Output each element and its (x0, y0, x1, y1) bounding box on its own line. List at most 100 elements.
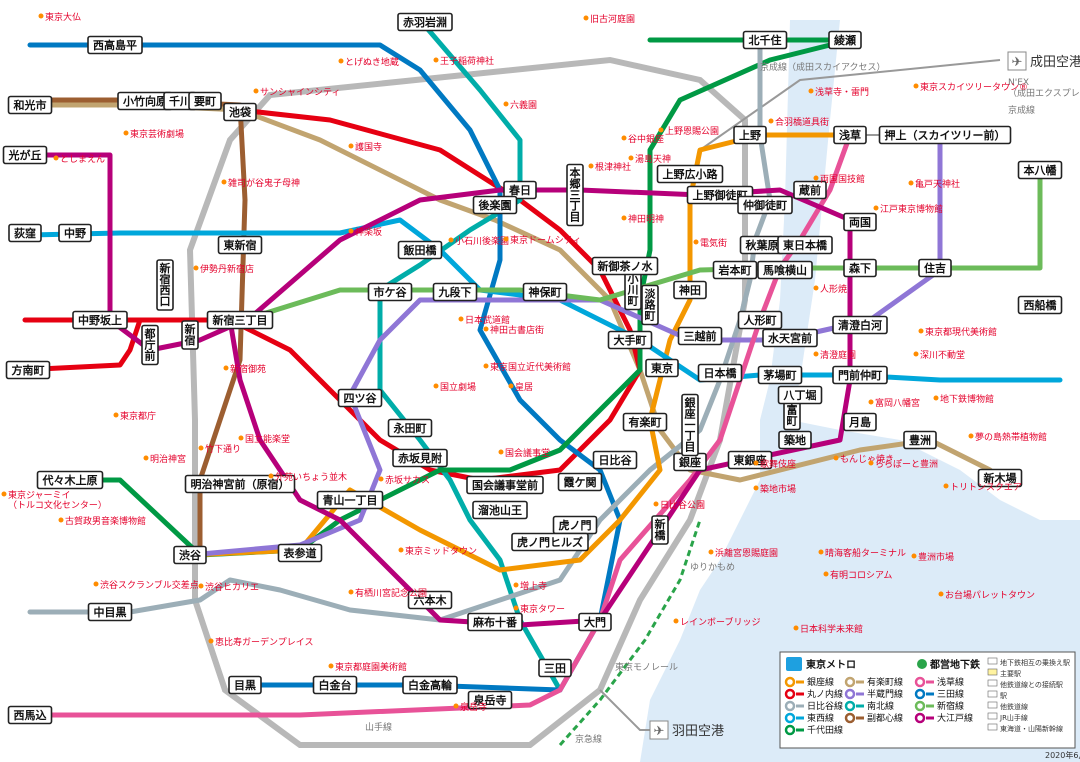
station-tokyo[interactable]: 東京 (645, 358, 679, 378)
station-hikarigaoka[interactable]: 光が丘 (2, 145, 48, 165)
station-hongosanchome[interactable]: 本郷三丁目 (566, 163, 584, 227)
landmark[interactable]: 両国国技館 (813, 173, 866, 185)
landmark[interactable]: 皇居 (508, 381, 534, 393)
station-tochomae[interactable]: 都庁前 (141, 324, 159, 366)
station-ochanomizu[interactable]: 新御茶ノ水 (591, 256, 659, 276)
station-nishitakashimadaira[interactable]: 西高島平 (87, 35, 143, 55)
landmark[interactable]: 地下鉄博物館 (933, 393, 995, 405)
station-ueno[interactable]: 上野 (733, 125, 767, 145)
landmark[interactable]: 王子稲荷神社 (433, 55, 495, 67)
station-higashishinjuku[interactable]: 東新宿 (217, 235, 263, 255)
station-meguro[interactable]: 目黒 (228, 675, 262, 695)
station-kudanshita[interactable]: 九段下 (432, 282, 478, 302)
station-shinjukunishiguchi[interactable]: 新宿西口 (156, 259, 174, 311)
station-kotakemukaihara[interactable]: 小竹向原 (117, 91, 173, 111)
landmark[interactable]: 清澄庭園 (813, 349, 857, 361)
station-meijijingumae[interactable]: 明治神宮前（原宿） (184, 474, 296, 494)
landmark[interactable]: 富岡八幡宮 (868, 397, 921, 409)
landmark[interactable]: サンシャインシティ (253, 87, 341, 98)
landmark[interactable]: 電気街 (693, 237, 728, 249)
landmark[interactable]: 小石川後楽園 (448, 235, 510, 247)
station-morishita[interactable]: 森下 (843, 258, 877, 278)
station-ogikubo[interactable]: 荻窪 (8, 223, 42, 243)
station-shirokanedai[interactable]: 白金台 (312, 675, 358, 695)
station-kuramae[interactable]: 蔵前 (793, 180, 827, 200)
station-higashinihombashi[interactable]: 東日本橋 (777, 235, 833, 255)
landmark[interactable]: 浅草寺・雷門 (808, 86, 870, 98)
station-ginza[interactable]: 銀座 (673, 452, 707, 472)
airport-narita[interactable]: ✈成田空港 (1007, 51, 1080, 71)
station-tsukishima[interactable]: 月島 (843, 412, 877, 432)
station-nihombashi[interactable]: 日本橋 (697, 363, 743, 383)
landmark[interactable]: とげぬき地蔵 (338, 56, 399, 68)
station-honancho[interactable]: 方南町 (5, 360, 51, 380)
landmark[interactable]: 東京国立近代美術館 (483, 361, 572, 373)
landmark[interactable]: トリトンスクエア (943, 482, 1022, 493)
station-yurakucho[interactable]: 有楽町 (622, 412, 668, 432)
station-shinjuku[interactable]: 新宿 (181, 320, 199, 350)
landmark[interactable]: 東京都庁 (113, 410, 157, 422)
station-akihabara[interactable]: 秋葉原 (739, 235, 785, 255)
station-kayabacho[interactable]: 茅場町 (757, 365, 803, 385)
station-azabujuban[interactable]: 麻布十番 (467, 612, 523, 632)
landmark[interactable]: 有明コロシアム (823, 569, 893, 581)
landmark[interactable]: 江戸東京博物館 (873, 203, 944, 215)
landmark[interactable]: 雑司が谷鬼子母神 (221, 177, 301, 189)
station-otemachi[interactable]: 大手町 (607, 330, 653, 350)
landmark[interactable]: 東京ドームシティ (503, 234, 582, 246)
landmark[interactable]: 浜離宮恩賜庭園 (708, 547, 779, 559)
station-hibiya[interactable]: 日比谷 (592, 450, 638, 470)
landmark[interactable]: 東京都庭園美術館 (328, 661, 408, 673)
landmark[interactable]: 東京都現代美術館 (918, 326, 998, 338)
station-motoyawata[interactable]: 本八幡 (1017, 160, 1063, 180)
landmark[interactable]: 豊洲市場 (911, 551, 955, 563)
landmark[interactable]: 東京大仏 (38, 11, 82, 23)
station-toyosu[interactable]: 豊洲 (903, 430, 937, 450)
station-yoyogiuehara[interactable]: 代々木上原 (36, 470, 104, 490)
landmark[interactable]: 神田古書店街 (483, 324, 545, 336)
station-korakuen[interactable]: 後楽園 (472, 195, 518, 215)
station-ningyocho[interactable]: 人形町 (737, 310, 783, 330)
landmark[interactable]: お台場パレットタウン (938, 589, 1036, 601)
station-shibuya[interactable]: 渋谷 (173, 545, 207, 565)
landmark[interactable]: 泉岳寺 (453, 701, 488, 713)
station-nakanosakaue[interactable]: 中野坂上 (72, 310, 128, 330)
landmark[interactable]: 新宿御苑 (223, 363, 267, 375)
landmark[interactable]: 国立能楽堂 (238, 433, 291, 445)
landmark[interactable]: 東京芸術劇場 (123, 128, 185, 140)
landmark[interactable]: 神楽坂 (348, 226, 383, 238)
landmark[interactable]: 亀戸天神社 (908, 178, 961, 190)
station-kasumigaseki[interactable]: 霞ケ関 (557, 472, 603, 492)
station-sumiyoshi[interactable]: 住吉 (918, 258, 952, 278)
landmark[interactable]: 日比谷公園 (653, 499, 706, 511)
station-nishifunabashi[interactable]: 西船橋 (1017, 295, 1063, 315)
station-kokkaigijidomae[interactable]: 国会議事堂前 (466, 475, 544, 495)
landmark[interactable]: 渋谷ヒカリエ (198, 581, 260, 593)
landmark[interactable]: 国会議事堂 (498, 447, 551, 459)
landmark[interactable]: 東京スカイツリータウン® (913, 81, 1029, 93)
landmark[interactable]: 有栖川宮記念公園 (348, 587, 428, 599)
station-shinjukusanchome[interactable]: 新宿三丁目 (206, 310, 274, 330)
station-nakameguro[interactable]: 中目黒 (87, 602, 133, 622)
station-mita[interactable]: 三田 (538, 658, 572, 678)
station-monzennakacho[interactable]: 門前仲町 (832, 365, 888, 385)
airport-haneda[interactable]: ✈羽田空港 (649, 720, 724, 740)
station-akasakamitsuke[interactable]: 赤坂見附 (392, 448, 448, 468)
station-oshiage[interactable]: 押上（スカイツリー前） (878, 125, 1012, 145)
landmark[interactable]: 伊勢丹新宿店 (193, 263, 255, 275)
station-toranomonhills[interactable]: 虎ノ門ヒルズ (511, 532, 589, 552)
station-aoyamaitchome[interactable]: 青山一丁目 (316, 490, 384, 510)
station-nagatacho[interactable]: 永田町 (387, 418, 433, 438)
station-mitsukoshimae[interactable]: 三越前 (677, 326, 723, 346)
station-shirokanetakanawa[interactable]: 白金高輪 (402, 675, 458, 695)
landmark[interactable]: 合羽橋道具街 (768, 116, 830, 128)
station-kitasenju[interactable]: 北千住 (742, 30, 788, 50)
landmark[interactable]: 東京ジャーミイ（トルコ文化センター） (1, 489, 107, 511)
landmark[interactable]: 谷中銀座 (621, 133, 665, 145)
station-omotesando[interactable]: 表参道 (277, 543, 323, 563)
landmark[interactable]: 夢の島熱帯植物館 (968, 431, 1048, 443)
landmark[interactable]: 竹下通り (198, 443, 242, 455)
station-sengakuji[interactable]: 泉岳寺 (467, 690, 513, 710)
station-yotsuya[interactable]: 四ツ谷 (337, 388, 383, 408)
station-akabaneiwabuchi[interactable]: 赤羽岩淵 (397, 12, 453, 32)
